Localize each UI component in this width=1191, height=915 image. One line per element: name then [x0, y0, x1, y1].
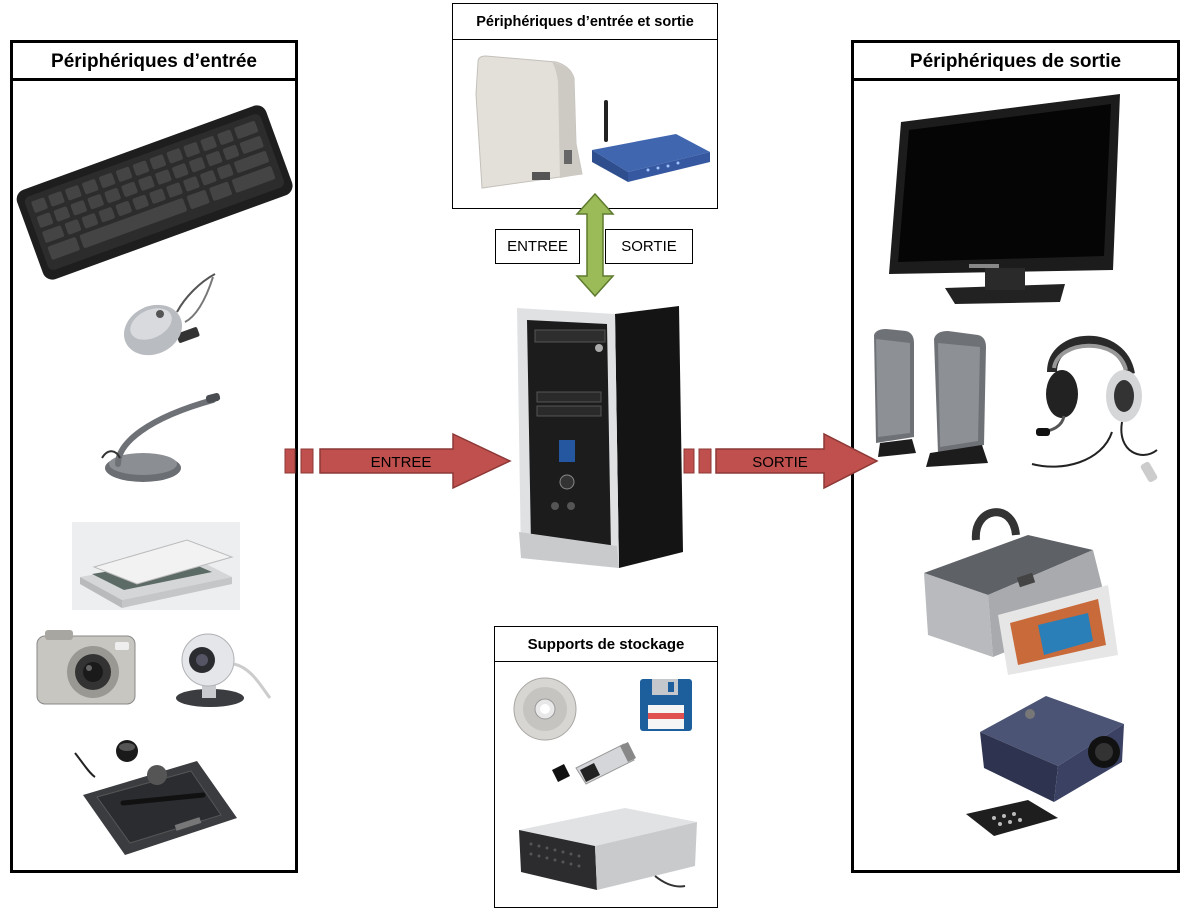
cd-icon	[513, 677, 577, 741]
webcam-icon	[176, 633, 272, 707]
monitor-icon	[889, 94, 1120, 304]
io-devices-title: Périphériques d’entrée et sortie	[453, 4, 717, 40]
graphics-tablet-icon	[74, 740, 237, 855]
output-arrow-label: SORTIE	[752, 454, 808, 471]
io-entree-label: ENTREE	[495, 229, 580, 264]
input-arrow: ENTREE	[284, 432, 512, 490]
storage-title: Supports de stockage	[495, 627, 717, 662]
speakers-icon	[874, 329, 988, 467]
scanner-icon	[72, 522, 240, 610]
io-bidirectional-arrow	[575, 192, 615, 298]
projector-icon	[966, 696, 1124, 836]
io-sortie-label: SORTIE	[605, 229, 693, 264]
microphone-icon	[101, 392, 221, 482]
mouse-icon	[123, 273, 216, 356]
input-devices-title: Périphériques d’entrée	[13, 43, 295, 81]
modem-icon	[475, 55, 583, 189]
router-icon	[592, 100, 710, 182]
output-devices-title: Périphériques de sortie	[854, 43, 1177, 81]
usb-key-icon	[552, 742, 636, 785]
headset-icon	[1031, 335, 1158, 483]
printer-icon	[924, 508, 1118, 675]
floppy-icon	[640, 679, 692, 731]
output-arrow: SORTIE	[683, 432, 879, 490]
keyboard-icon	[16, 105, 293, 280]
external-drive-icon	[519, 808, 697, 890]
input-arrow-label: ENTREE	[371, 454, 432, 471]
computer-tower-icon	[517, 306, 683, 568]
camera-icon	[36, 630, 136, 705]
